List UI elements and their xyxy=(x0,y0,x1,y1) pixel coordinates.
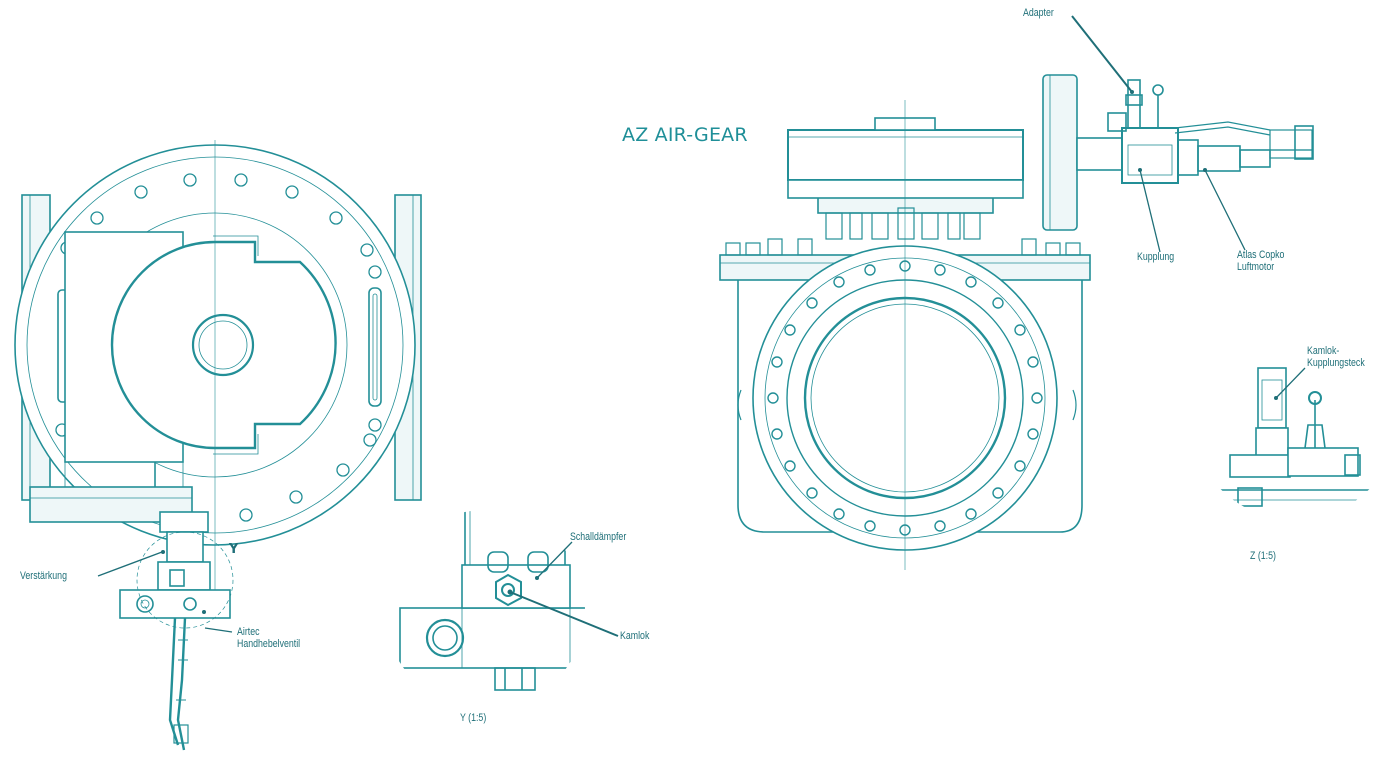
detail-y-view xyxy=(399,510,619,691)
label-kamlok: Kamlok xyxy=(620,630,650,642)
detail-z-view xyxy=(1195,367,1383,507)
label-detail-y: Y xyxy=(229,542,239,557)
left-valve-view xyxy=(14,140,422,751)
label-motor-line1: Atlas Copko xyxy=(1237,249,1285,261)
drawing-title: AZ AIR-GEAR xyxy=(622,124,748,146)
label-kupplung: Kupplung xyxy=(1137,251,1175,263)
label-airtec-line1: Airtec xyxy=(237,626,260,638)
label-adapter: Adapter xyxy=(1023,7,1054,19)
right-valve-view xyxy=(719,15,1314,570)
label-verstaerkung: Verstärkung xyxy=(20,570,67,582)
label-y-scale: Y (1:5) xyxy=(460,712,487,724)
label-motor-line2: Luftmotor xyxy=(1237,261,1275,273)
label-kamlok-stecker-line2: Kupplungsteck xyxy=(1307,357,1365,369)
label-z-scale: Z (1:5) xyxy=(1250,550,1276,562)
label-airtec-line2: Handhebelventil xyxy=(237,638,301,650)
label-kamlok-stecker-line1: Kamlok- xyxy=(1307,345,1340,357)
label-schalldaempfer: Schalldämpfer xyxy=(570,531,627,543)
